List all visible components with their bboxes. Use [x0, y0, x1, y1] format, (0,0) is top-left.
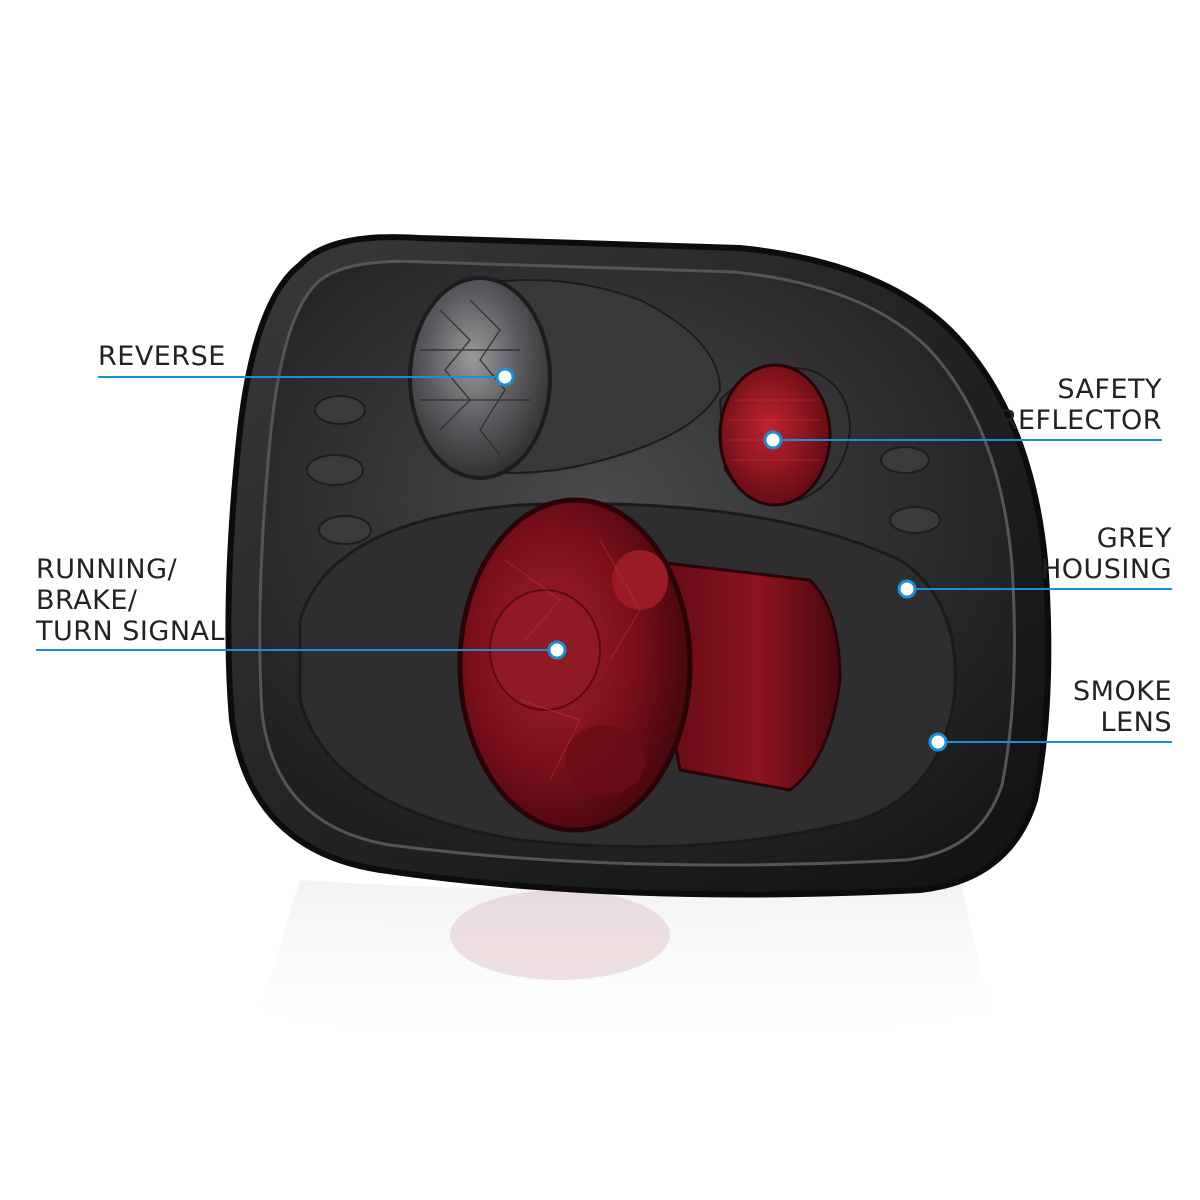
running-brake-turn-signal-label: RUNNING/ BRAKE/ TURN SIGNAL [36, 554, 226, 647]
safety-reflector-label: SAFETY REFLECTOR [998, 374, 1162, 436]
brake-lens-cone [638, 558, 842, 792]
smoke-lens-marker-dot [928, 732, 948, 752]
reverse-marker-dot [495, 367, 515, 387]
floor-reflection [260, 880, 990, 1055]
callout-markers [495, 367, 948, 752]
safety-reflector-marker-dot [763, 430, 783, 450]
callout-lines [36, 376, 1172, 743]
grey-housing-marker-dot [897, 579, 917, 599]
grey-housing-label: GREY HOUSING [1040, 523, 1172, 585]
smoke-lens-label: SMOKE LENS [1073, 676, 1172, 738]
running-brake-marker-dot [547, 640, 567, 660]
reverse-label: REVERSE [98, 341, 226, 372]
running-brake-turn-lens [457, 497, 693, 833]
